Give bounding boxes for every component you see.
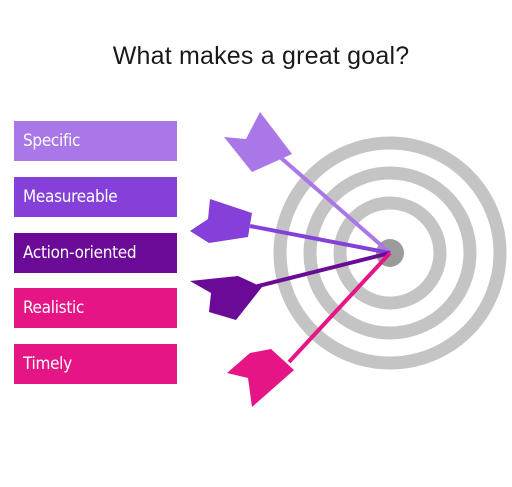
goal-label-specific: Specific: [14, 121, 177, 161]
arrow-fletching: [227, 349, 294, 407]
arrow-shaft: [249, 224, 391, 255]
arrow-shaft: [253, 251, 391, 289]
arrow-icon-action-oriented: [190, 251, 391, 320]
arrow-icon-timely: [227, 251, 392, 407]
target-middle-ring: [303, 166, 477, 340]
goal-label-measureable: Measureable: [14, 177, 177, 217]
arrow-icon-specific: [224, 112, 392, 255]
arrow-fletching: [190, 199, 252, 243]
arrow-fletching: [224, 112, 292, 172]
arrow-shaft: [278, 155, 392, 255]
goal-label-realistic: Realistic: [14, 288, 177, 328]
arrow-icon-measureable: [190, 199, 391, 255]
arrow-fletching: [190, 276, 262, 320]
goal-label-action-oriented: Action-oriented: [14, 233, 177, 273]
goal-label-timely: Timely: [14, 344, 177, 384]
target-outer-ring: [273, 136, 507, 370]
target-inner-ring: [333, 196, 447, 310]
arrow-shaft: [287, 251, 392, 364]
page-title: What makes a great goal?: [112, 42, 410, 70]
